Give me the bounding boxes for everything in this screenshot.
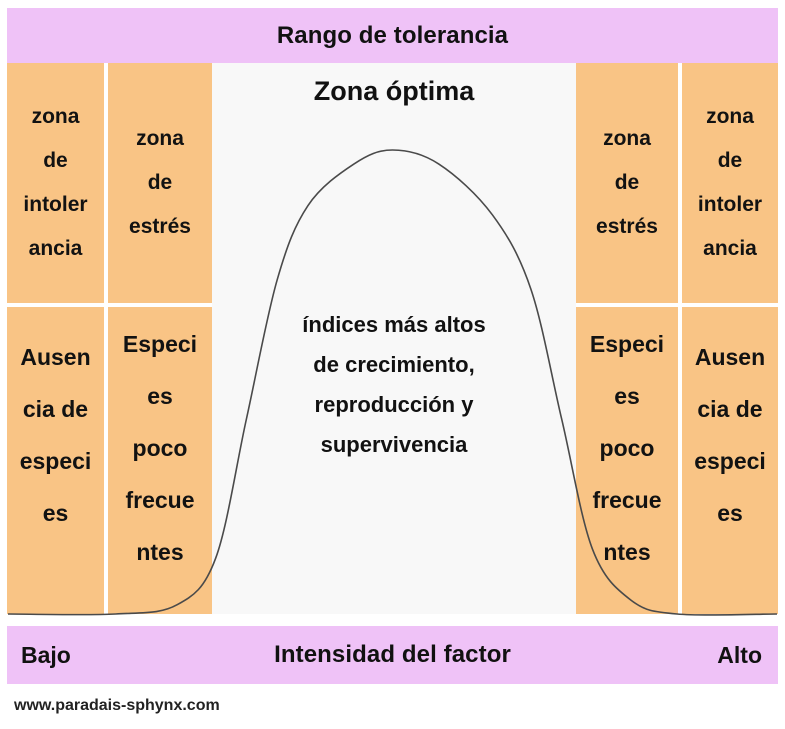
zone-label-line: especi: [19, 447, 92, 474]
zone-label-line: frecue: [592, 486, 662, 513]
zone-label-line: es: [614, 382, 640, 409]
axis-label-low: Bajo: [21, 641, 71, 668]
zone-label-line: zona: [136, 127, 184, 150]
zone-label: Especi es poco frecue ntes: [123, 318, 197, 578]
optimal-zone-line: índices más altos: [302, 312, 486, 337]
zone-label: zona de estrés: [129, 117, 191, 249]
zone-label-line: de: [614, 171, 640, 194]
zone-label-line: estrés: [129, 215, 191, 238]
zone-label: Ausen cia de especi es: [694, 331, 766, 539]
optimal-zone-line: de crecimiento,: [313, 352, 475, 377]
zone-label-line: zona: [31, 105, 80, 128]
zone-label-line: cia de: [697, 395, 763, 422]
optimal-zone-line: reproducción y: [314, 392, 474, 417]
factor-intensity-band: Bajo Intensidad del factor Alto: [7, 626, 778, 684]
optimal-zone-description: índices más altos de crecimiento, reprod…: [232, 305, 556, 465]
zone-label-line: de: [43, 149, 68, 172]
zone-upper-stress-right: zona de estrés: [576, 63, 678, 303]
zone-label: Especi es poco frecue ntes: [590, 318, 664, 578]
zone-label-line: estrés: [596, 215, 658, 238]
zone-label: Ausen cia de especi es: [20, 331, 92, 539]
zone-label-line: poco: [599, 434, 655, 461]
zone-lower-infrequent-right: Especi es poco frecue ntes: [576, 307, 678, 614]
zone-label-line: es: [42, 499, 69, 526]
tolerance-range-band: Rango de tolerancia: [7, 8, 778, 63]
zone-upper-intolerance-left: zona de intoler ancia: [7, 63, 104, 303]
zone-upper-intolerance-right: zona de intoler ancia: [682, 63, 778, 303]
zone-lower-absence-left: Ausen cia de especi es: [7, 307, 104, 614]
zone-label-line: de: [147, 171, 173, 194]
zone-label-line: es: [717, 499, 743, 526]
zone-label-line: poco: [132, 434, 188, 461]
zone-label-line: intoler: [697, 193, 763, 216]
optimal-zone-title: Zona óptima: [313, 76, 475, 106]
zone-label: zona de intoler ancia: [23, 95, 87, 271]
zone-label-line: zona: [706, 105, 754, 128]
zone-label-line: ntes: [136, 538, 184, 565]
axis-label-high: Alto: [717, 641, 762, 668]
zone-label-line: ancia: [28, 237, 83, 260]
zone-label: zona de intoler ancia: [698, 95, 762, 271]
zone-label-line: Ausen: [20, 343, 91, 370]
zone-label-line: ancia: [703, 237, 757, 260]
zone-label-line: de: [717, 149, 743, 172]
zone-label-line: ntes: [603, 538, 651, 565]
zone-label-line: especi: [694, 447, 766, 474]
zone-label-line: zona: [603, 127, 651, 150]
zone-lower-infrequent-left: Especi es poco frecue ntes: [108, 307, 212, 614]
zone-upper-stress-left: zona de estrés: [108, 63, 212, 303]
optimal-zone-line: supervivencia: [320, 432, 468, 457]
zone-label-line: frecue: [125, 486, 195, 513]
zone-label-line: es: [147, 382, 173, 409]
zone-lower-absence-right: Ausen cia de especi es: [682, 307, 778, 614]
zone-label: zona de estrés: [596, 117, 658, 249]
watermark-url: www.paradais-sphynx.com: [14, 697, 220, 714]
zone-label-line: Especi: [589, 330, 665, 357]
zone-label-line: intoler: [23, 193, 88, 216]
zone-label-line: Ausen: [694, 343, 766, 370]
axis-label-title: Intensidad del factor: [274, 641, 511, 668]
zone-label-line: cia de: [22, 395, 89, 422]
tolerance-range-title: Rango de tolerancia: [276, 21, 509, 49]
zone-label-line: Especi: [122, 330, 198, 357]
